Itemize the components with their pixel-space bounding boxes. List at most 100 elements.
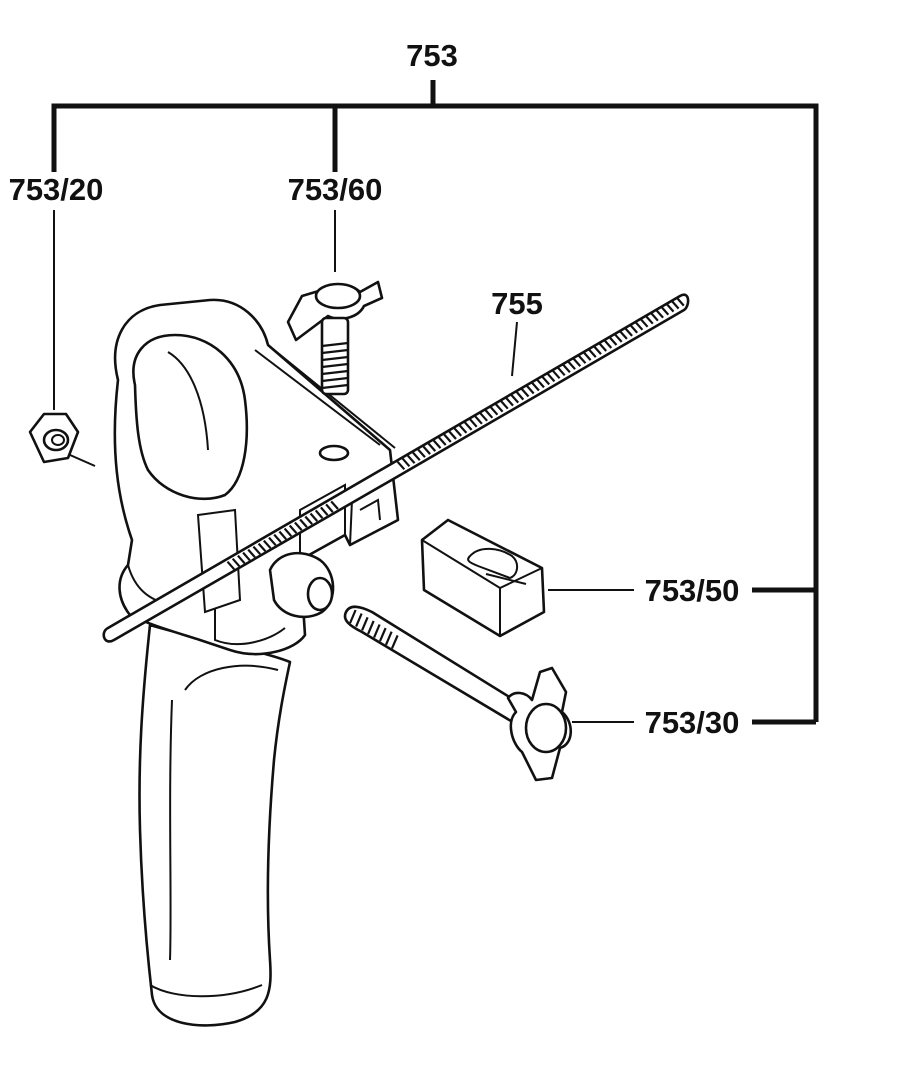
thread-tick: [536, 379, 545, 389]
thread-tick: [288, 524, 298, 534]
thread-tick: [262, 539, 272, 549]
thread-tick: [349, 609, 357, 624]
thread-tick: [438, 436, 447, 446]
thread-tick: [603, 339, 613, 349]
thread-tick: [546, 372, 556, 383]
clamp-collar: [113, 298, 400, 656]
thread-tick: [619, 330, 628, 340]
thread-tick: [378, 627, 387, 642]
thread-tick: [299, 518, 308, 528]
thread-tick: [309, 512, 319, 522]
thread-tick: [629, 324, 639, 334]
thread-tick: [432, 439, 442, 449]
thread-tick: [321, 369, 349, 376]
thread-tick: [325, 503, 334, 513]
assembly-bracket: [51, 80, 819, 725]
depth-rod: [102, 293, 690, 643]
thread-tick: [551, 369, 561, 380]
bolt-threads: [349, 609, 399, 649]
clamp-wing-screw: [286, 280, 384, 396]
thread-tick: [283, 527, 293, 537]
thread-tick: [355, 613, 363, 628]
thread-tick: [577, 354, 587, 364]
label-753: 753: [406, 38, 458, 73]
thread-tick: [526, 385, 535, 395]
thread-tick: [367, 620, 375, 635]
label-753-30: 753/30: [645, 705, 740, 740]
thread-tick: [494, 403, 504, 413]
thread-tick: [321, 348, 349, 355]
thread-tick: [321, 341, 349, 348]
thread-tick: [330, 500, 339, 510]
thread-tick: [406, 454, 416, 464]
thread-tick: [304, 515, 313, 525]
thread-tick: [417, 448, 426, 458]
thread-tick: [458, 424, 468, 434]
thread-tick: [237, 554, 246, 565]
thread-tick: [671, 300, 680, 310]
thread-tick: [314, 509, 324, 519]
thread-tick: [247, 548, 256, 559]
thread-tick: [448, 430, 457, 440]
thread-tick: [614, 333, 623, 343]
thread-tick: [541, 376, 551, 386]
handle-wing-bolt: [268, 551, 573, 782]
thread-tick: [484, 409, 494, 419]
thread-tick: [361, 616, 369, 631]
thread-tick: [268, 536, 277, 546]
thread-tick: [639, 318, 649, 328]
thread-tick: [655, 309, 664, 319]
thread-tick: [453, 427, 463, 437]
thread-tick: [226, 560, 236, 571]
clamp-block: [420, 518, 546, 638]
thread-tick: [634, 321, 644, 331]
label-753-60: 753/60: [288, 172, 383, 207]
thread-tick: [531, 382, 540, 392]
thread-tick: [278, 530, 287, 540]
thread-tick: [598, 342, 608, 352]
thread-tick: [320, 506, 329, 516]
part-labels: 753 753/20 753/60 755 753/50 753/30: [9, 38, 740, 740]
thread-tick: [583, 351, 592, 361]
thread-tick: [650, 312, 659, 322]
thread-tick: [557, 366, 566, 377]
thread-tick: [676, 297, 685, 307]
thread-tick: [474, 415, 483, 425]
thread-tick: [463, 421, 473, 431]
thread-tick: [373, 624, 381, 638]
thread-tick: [396, 460, 406, 471]
thread-tick: [321, 376, 349, 383]
side-handle: [138, 623, 292, 1027]
leader-lines: [53, 210, 634, 723]
thread-tick: [242, 551, 251, 562]
thread-tick: [489, 406, 499, 416]
thread-tick: [252, 545, 262, 555]
thread-tick: [231, 557, 241, 568]
thread-tick: [510, 394, 520, 404]
thread-tick: [294, 521, 303, 531]
thread-tick: [422, 445, 431, 455]
thread-tick: [665, 303, 675, 313]
thread-tick: [427, 442, 437, 452]
rod-threads: [226, 297, 685, 571]
screw-threads: [321, 341, 349, 390]
label-755: 755: [491, 286, 543, 321]
thread-tick: [515, 391, 525, 401]
thread-tick: [660, 306, 670, 316]
thread-tick: [562, 363, 571, 374]
thread-tick: [505, 397, 514, 407]
thread-tick: [469, 418, 478, 428]
thread-tick: [384, 631, 393, 646]
label-753-20: 753/20: [9, 172, 104, 207]
thread-tick: [500, 400, 509, 410]
thread-tick: [593, 345, 602, 355]
thread-tick: [479, 412, 488, 422]
thread-tick: [390, 634, 399, 649]
thread-tick: [257, 542, 267, 552]
thread-tick: [608, 336, 618, 346]
thread-tick: [567, 360, 576, 370]
thread-tick: [412, 451, 421, 461]
thread-tick: [321, 355, 349, 362]
